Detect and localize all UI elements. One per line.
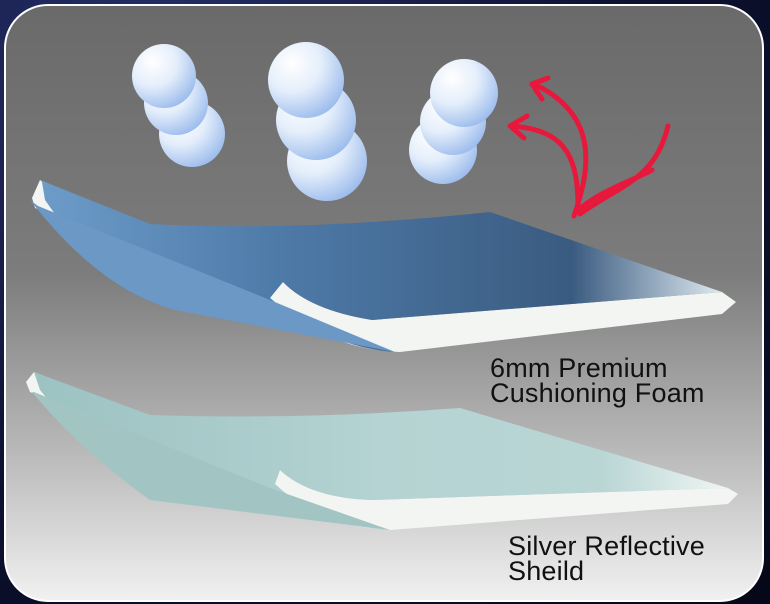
air-bubble [268, 42, 344, 118]
foam-label-line-2: Cushioning Foam [490, 378, 705, 408]
arrow-head-icon [507, 113, 530, 141]
foam-layer-edge [32, 180, 736, 352]
shield-layer-front [32, 392, 390, 530]
air-bubbles-group-1 [132, 44, 225, 167]
shield-label-line-2: Sheild [508, 556, 585, 586]
shield-layer [26, 372, 738, 530]
shield-label: Silver Reflective Sheild [508, 531, 705, 586]
air-bubbles-group-2 [268, 42, 367, 201]
arrow-icon [573, 167, 655, 215]
air-bubble [132, 44, 196, 108]
arrow-icon [509, 123, 581, 209]
red-arrows [507, 75, 671, 219]
foam-layer [30, 180, 736, 352]
air-bubbles-group-3 [409, 59, 498, 184]
foam-label: 6mm Premium Cushioning Foam [490, 353, 705, 408]
arrow-head-icon [529, 75, 551, 102]
shield-label-line-1: Silver Reflective [508, 531, 705, 561]
foam-label-line-1: 6mm Premium [490, 353, 668, 383]
air-bubble [430, 59, 498, 127]
